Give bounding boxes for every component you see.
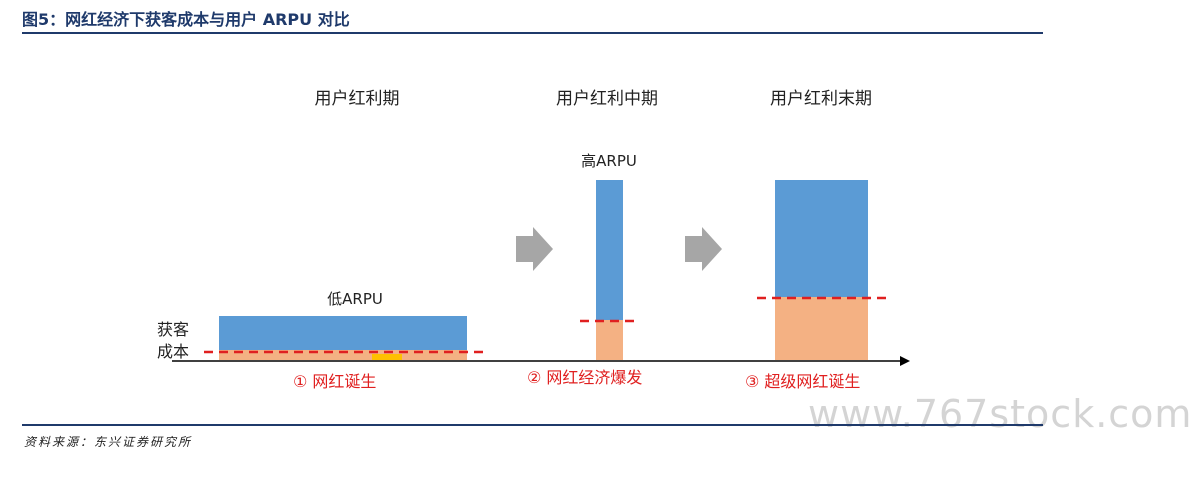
stage1-label: ① 网红诞生	[293, 372, 376, 391]
stage2-arpu-bar	[596, 180, 623, 320]
stage2-cost-bar	[596, 320, 623, 360]
stage2-label: ② 网红经济爆发	[527, 368, 642, 387]
axis-arrowhead-icon	[900, 356, 910, 366]
stage1-cost-bar	[219, 350, 467, 360]
stage3-cost-bar	[775, 297, 868, 360]
arrow-right-icon	[685, 227, 722, 271]
arrow-right-icon	[516, 227, 553, 271]
source-rule	[22, 424, 1043, 426]
stage3-arpu-bar	[775, 180, 868, 297]
acquisition-cost-label-line2: 成本	[157, 342, 189, 361]
phase-label-late: 用户红利末期	[770, 89, 872, 109]
stage1-highlight	[372, 354, 402, 360]
diagram-canvas: 用户红利期 用户红利中期 用户红利末期 低ARPU 高ARPU 获客 成本 ① …	[157, 89, 910, 391]
stage1-arpu-bar	[219, 316, 467, 350]
watermark: www.767stock.com	[808, 392, 1192, 436]
acquisition-cost-label-line1: 获客	[157, 320, 189, 339]
title-rule	[22, 32, 1043, 34]
low-arpu-label: 低ARPU	[327, 290, 383, 308]
figure-title: 图5：网红经济下获客成本与用户 ARPU 对比	[22, 10, 350, 29]
high-arpu-label: 高ARPU	[581, 152, 637, 170]
phase-label-early: 用户红利期	[315, 89, 400, 109]
stage3-label: ③ 超级网红诞生	[745, 372, 860, 391]
source-note: 资料来源：东兴证券研究所	[24, 435, 193, 449]
phase-label-middle: 用户红利中期	[556, 89, 658, 109]
